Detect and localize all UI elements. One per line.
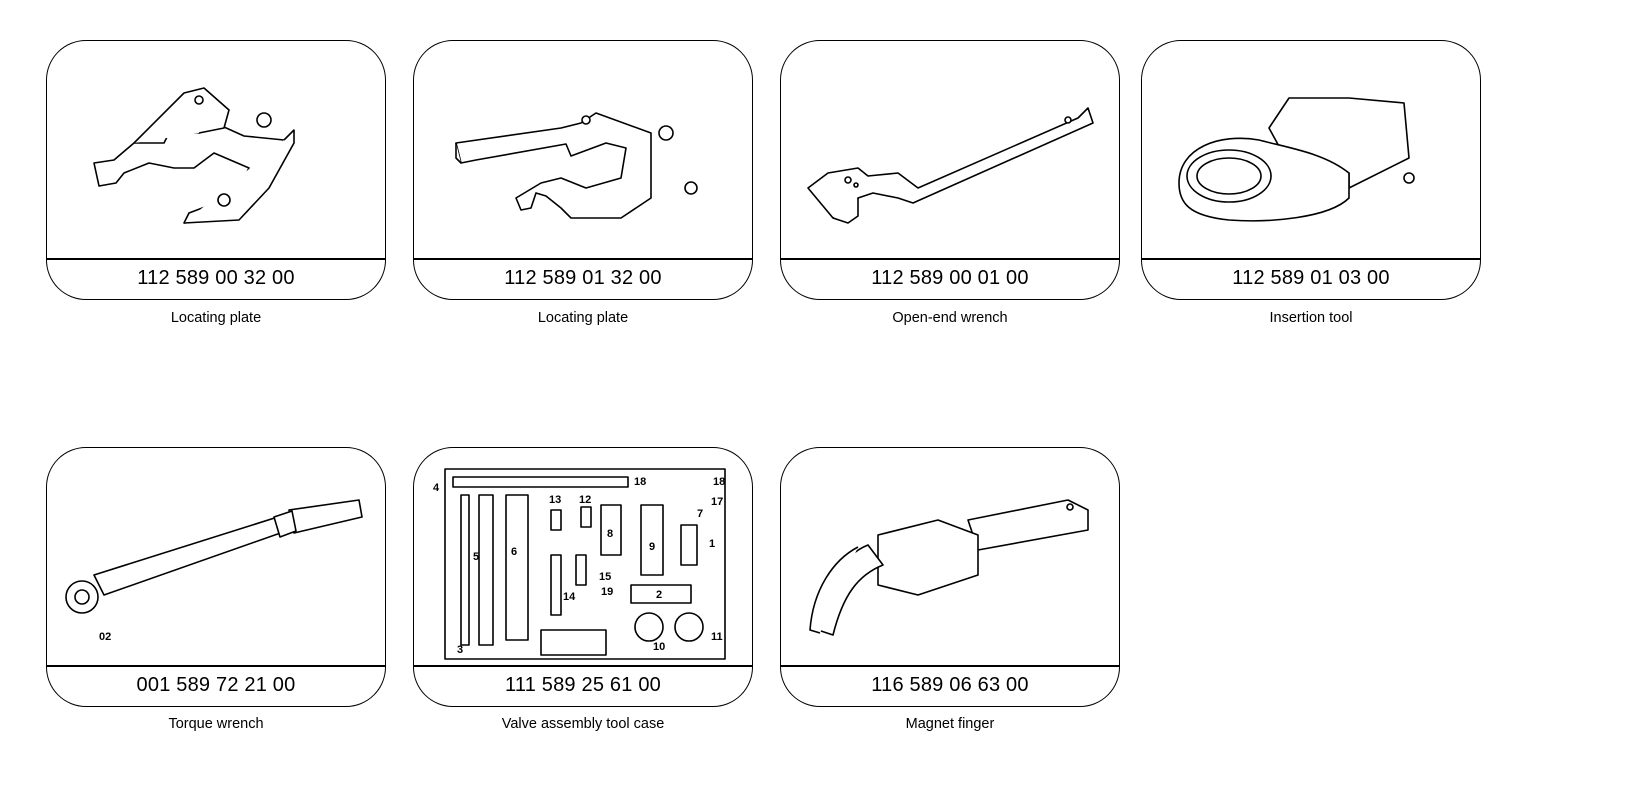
tool-caption: Locating plate [170, 310, 262, 326]
part-number: 116 589 06 63 00 [871, 674, 1029, 696]
tool-card-2: 112 589 01 32 00 [413, 40, 753, 300]
callout-label: 6 [511, 546, 517, 558]
tool-card-3: 112 589 00 01 00 [780, 40, 1120, 300]
tool-caption: Locating plate [537, 310, 629, 326]
tool-caption: Magnet finger [905, 716, 995, 732]
callout-label: 15 [599, 571, 611, 583]
callout-label: 02 [99, 631, 111, 643]
callout-label: 7 [697, 508, 703, 520]
callout-label: 14 [563, 591, 576, 603]
callout-label: 2 [656, 589, 662, 601]
card-divider [46, 258, 386, 260]
part-number: 001 589 72 21 00 [136, 674, 296, 696]
open-end-wrench-icon [807, 107, 1094, 224]
tool-card-6: 4 3 5 6 13 12 8 9 14 15 19 2 10 11 1 7 1… [413, 447, 753, 707]
card-frame [413, 40, 753, 300]
callout-label: 3 [457, 644, 463, 656]
callout-label: 18 [713, 476, 725, 488]
callout-label: 12 [579, 494, 591, 506]
card-divider [46, 665, 386, 667]
callout-label: 5 [473, 551, 479, 563]
torque-wrench-icon: 02 [65, 499, 363, 643]
callout-label: 1 [709, 538, 715, 550]
callout-label: 18 [634, 476, 646, 488]
card-divider [413, 665, 753, 667]
tool-card-7: 116 589 06 63 00 [780, 447, 1120, 707]
tool-caption: Torque wrench [168, 716, 264, 732]
insertion-tool-icon [1178, 97, 1415, 222]
callout-label: 19 [601, 586, 613, 598]
callout-label: 10 [653, 641, 665, 653]
callout-label: 13 [549, 494, 561, 506]
callout-label: 4 [433, 482, 440, 494]
locating-plate-icon [93, 87, 295, 224]
card-divider [413, 258, 753, 260]
magnet-finger-icon [809, 499, 1089, 636]
tool-caption: Valve assembly tool case [501, 716, 665, 732]
tool-card-5: 02 001 589 72 21 00 [46, 447, 386, 707]
tool-card-4: 112 589 01 03 00 [1141, 40, 1481, 300]
callout-label: 9 [649, 541, 655, 553]
part-number: 112 589 01 32 00 [504, 267, 662, 289]
locating-plate-icon [455, 112, 698, 219]
part-number: 112 589 00 32 00 [137, 267, 295, 289]
card-divider [780, 665, 1120, 667]
card-divider [1141, 258, 1481, 260]
tool-caption: Insertion tool [1269, 310, 1353, 326]
callout-label: 11 [711, 631, 723, 643]
card-frame [780, 40, 1120, 300]
callout-label: 17 [711, 496, 723, 508]
callout-label: 8 [607, 528, 613, 540]
card-divider [780, 258, 1120, 260]
tool-card-1: 112 589 00 32 00 [46, 40, 386, 300]
valve-tool-case-icon: 4 3 5 6 13 12 8 9 14 15 19 2 10 11 1 7 1… [433, 468, 726, 660]
part-number: 112 589 00 01 00 [871, 267, 1029, 289]
part-number: 112 589 01 03 00 [1232, 267, 1390, 289]
part-number: 111 589 25 61 00 [505, 674, 661, 696]
tool-caption: Open-end wrench [892, 310, 1008, 326]
